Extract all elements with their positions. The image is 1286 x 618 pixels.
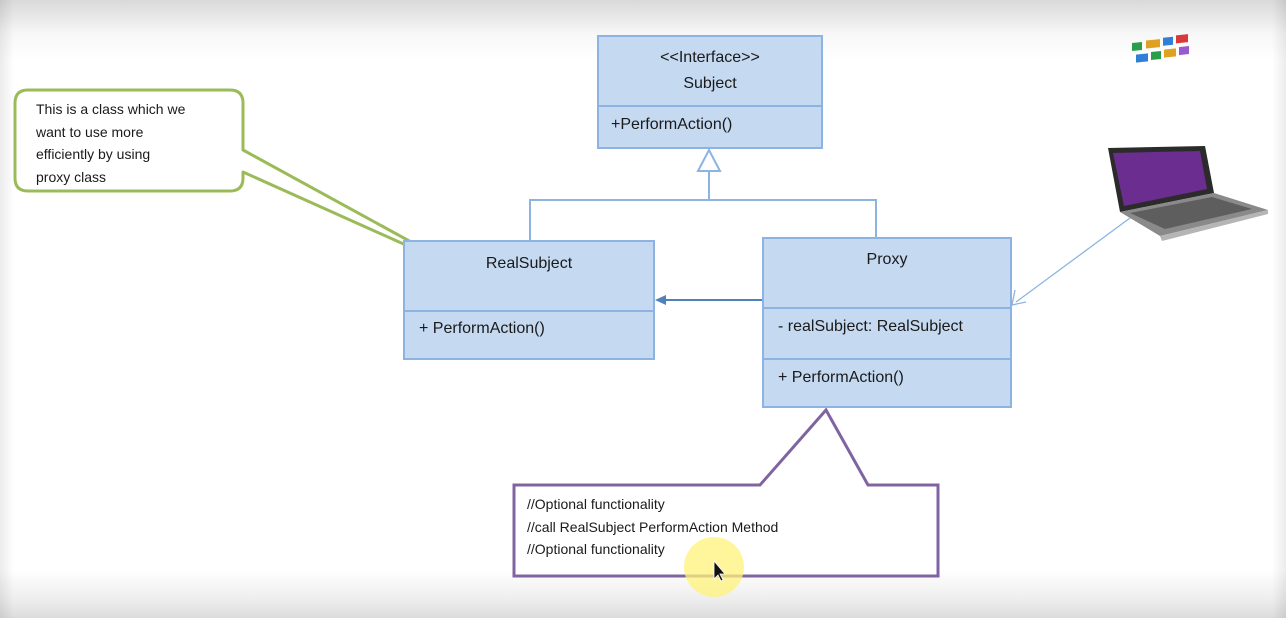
subject-header: <<Interface>> Subject <box>599 37 821 105</box>
proxy-attribute: - realSubject: RealSubject <box>764 307 1010 358</box>
subject-operation: +PerformAction() <box>599 105 821 147</box>
callout-text: This is a class which we want to use mor… <box>36 98 236 188</box>
note-callout <box>512 407 940 578</box>
realsubject-name: RealSubject <box>485 255 573 272</box>
subject-stereotype: <<Interface>> <box>660 49 760 66</box>
note-line: //call RealSubject PerformAction Method <box>527 518 779 535</box>
client-arrowhead <box>1011 289 1027 306</box>
video-edge-shadow-left <box>0 0 14 618</box>
inheritance-line-realsubject <box>529 199 709 240</box>
inheritance-line-proxy <box>709 199 877 237</box>
client-arrow-line <box>1015 217 1131 303</box>
association-arrowhead <box>655 295 666 305</box>
generalization-arrowhead <box>696 147 722 172</box>
subject-name: Subject <box>683 75 737 92</box>
realsubject-operation: + PerformAction() <box>405 310 653 358</box>
realsubject-class-box: RealSubject + PerformAction() <box>403 240 655 360</box>
callout-bubble <box>13 88 468 274</box>
laptop-icon <box>1108 34 1268 241</box>
note-line: //Optional functionality <box>527 496 665 512</box>
proxy-class-box: Proxy - realSubject: RealSubject + Perfo… <box>762 237 1012 408</box>
mouse-cursor-icon <box>713 559 726 582</box>
proxy-note-text: //Optional functionality //call RealSubj… <box>527 493 927 561</box>
proxy-name: Proxy <box>866 251 908 268</box>
subject-interface-box: <<Interface>> Subject +PerformAction() <box>597 35 823 149</box>
callout-line: This is a class which we <box>36 101 186 117</box>
video-edge-shadow-right <box>1272 0 1286 618</box>
callout-line: proxy class <box>36 168 107 185</box>
callout-line: want to use more <box>36 123 144 140</box>
note-line: //Optional functionality <box>527 541 665 557</box>
proxy-operation: + PerformAction() <box>764 358 1010 406</box>
callout-line: efficiently by using <box>36 146 151 162</box>
